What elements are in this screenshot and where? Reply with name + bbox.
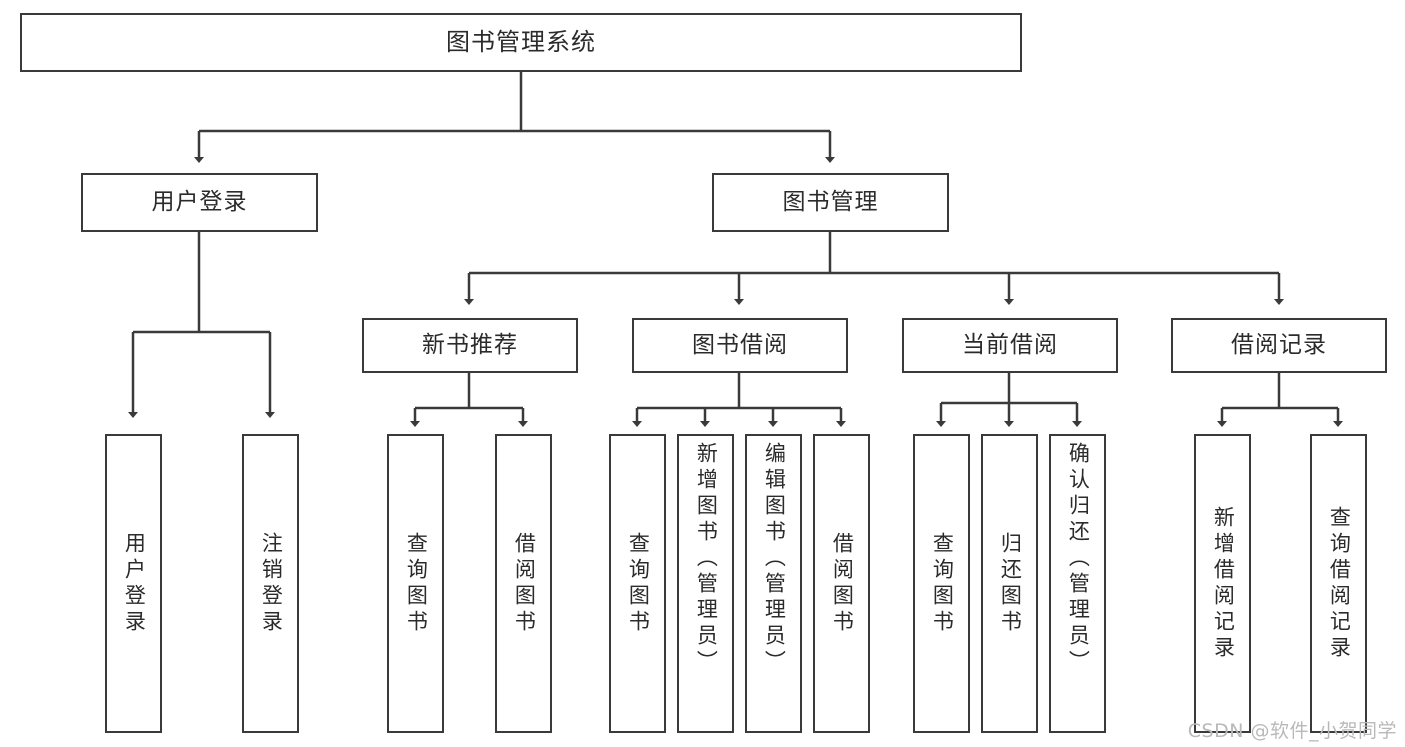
leaf-book-borrow-query-books[interactable]: 查询图书 — [609, 434, 666, 733]
leaf-label: 查询图书 — [930, 531, 955, 636]
leaf-current-borrow-confirm-return-admin[interactable]: 确认归还（管理员） — [1049, 434, 1106, 733]
node-new-book-recommendation[interactable]: 新书推荐 — [362, 318, 578, 373]
leaf-label: 查询图书 — [626, 531, 651, 636]
leaf-label: 查询借阅记录 — [1327, 505, 1352, 662]
node-book-borrowing[interactable]: 图书借阅 — [632, 318, 848, 373]
leaf-borrow-record-add-record[interactable]: 新增借阅记录 — [1194, 434, 1251, 733]
node-label: 用户登录 — [151, 188, 248, 215]
leaf-new-book-query-books[interactable]: 查询图书 — [387, 434, 444, 733]
node-label: 图书管理 — [782, 188, 879, 215]
leaf-borrow-record-query-record[interactable]: 查询借阅记录 — [1310, 434, 1367, 733]
leaf-book-borrow-borrow-books[interactable]: 借阅图书 — [813, 434, 870, 733]
leaf-current-borrow-return-books[interactable]: 归还图书 — [981, 434, 1038, 733]
node-root-book-management-system[interactable]: 图书管理系统 — [20, 13, 1022, 72]
leaf-user-login-logout[interactable]: 注销登录 — [242, 434, 299, 733]
leaf-current-borrow-query-books[interactable]: 查询图书 — [913, 434, 970, 733]
node-label: 当前借阅 — [962, 331, 1058, 358]
leaf-user-login-login[interactable]: 用户登录 — [105, 434, 162, 733]
leaf-book-borrow-add-book-admin[interactable]: 新增图书（管理员） — [677, 434, 734, 733]
leaf-label: 新增图书（管理员） — [694, 442, 719, 676]
leaf-label: 借阅图书 — [512, 531, 537, 636]
node-label: 图书借阅 — [692, 331, 788, 358]
leaf-label: 确认归还（管理员） — [1066, 442, 1091, 676]
csdn-watermark: CSDN @软件_小贺同学 — [1187, 720, 1397, 742]
node-borrowing-record[interactable]: 借阅记录 — [1171, 318, 1387, 373]
node-book-management[interactable]: 图书管理 — [712, 173, 949, 232]
node-user-login[interactable]: 用户登录 — [81, 173, 318, 232]
leaf-new-book-borrow-books[interactable]: 借阅图书 — [495, 434, 552, 733]
leaf-label: 注销登录 — [259, 531, 284, 636]
leaf-label: 编辑图书（管理员） — [762, 442, 787, 676]
node-label: 借阅记录 — [1231, 331, 1327, 358]
leaf-label: 用户登录 — [122, 531, 147, 636]
leaf-label: 查询图书 — [404, 531, 429, 636]
node-current-borrowing[interactable]: 当前借阅 — [902, 318, 1118, 373]
node-label: 新书推荐 — [422, 331, 518, 358]
leaf-label: 借阅图书 — [830, 531, 855, 636]
leaf-book-borrow-edit-book-admin[interactable]: 编辑图书（管理员） — [745, 434, 802, 733]
node-label: 图书管理系统 — [446, 28, 596, 57]
leaf-label: 归还图书 — [998, 531, 1023, 636]
leaf-label: 新增借阅记录 — [1211, 505, 1236, 662]
